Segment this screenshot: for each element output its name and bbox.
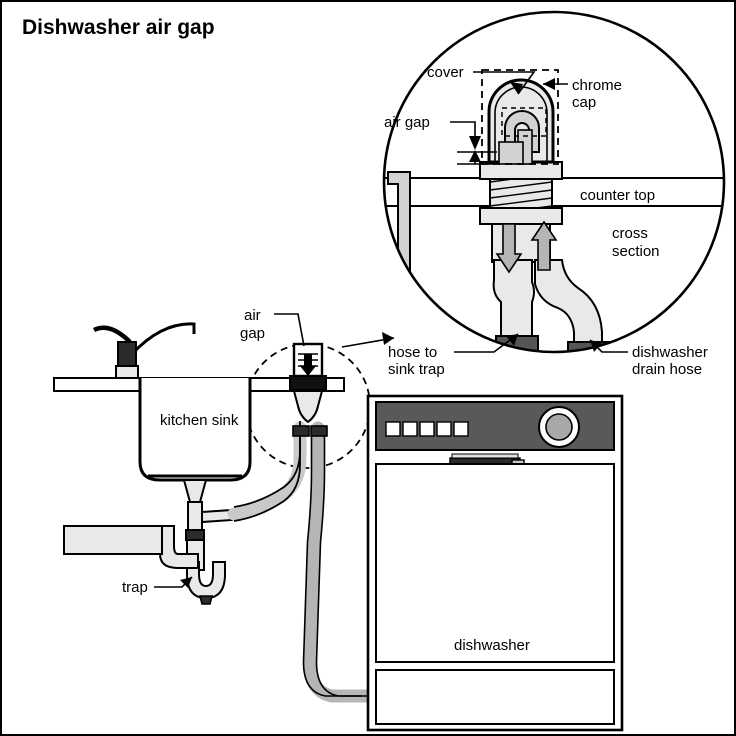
main-hose-clamp-left (292, 425, 310, 437)
label-trap: trap (122, 579, 148, 596)
faucet-cartridge (117, 341, 137, 369)
faucet-handle (92, 325, 132, 344)
detail-view-group (382, 10, 726, 398)
arrowhead-dishwasher-drain-hose (590, 340, 602, 352)
arrowhead-air-gap-down (469, 136, 481, 150)
detail-chamber-dashed-outline (501, 107, 547, 137)
main-dishwasher-drain-hose (302, 421, 375, 703)
page-title: Dishwasher air gap (22, 16, 215, 39)
flow-up-from-dishwasher (530, 220, 558, 271)
callout-arrowhead (382, 332, 394, 345)
detail-lock-nut (479, 207, 563, 225)
label-counter-top: counter top (580, 187, 655, 204)
label-dishwasher-drain-hose-line1: dishwasher (632, 344, 708, 361)
main-hose-clamp-right (310, 425, 328, 437)
label-kitchen-sink: kitchen sink (160, 412, 239, 429)
control-button-4[interactable] (436, 421, 452, 437)
label-hose-to-sink-trap-line1: hose to (388, 344, 437, 361)
label-hose-to-sink-trap-line2: sink trap (388, 361, 445, 378)
dishwasher-kick-plate (375, 669, 615, 725)
sink-drain-fitting (182, 479, 208, 533)
trap-slip-nut (185, 529, 205, 541)
main-air-gap-collar (289, 375, 327, 391)
arrowhead-cover (510, 82, 523, 94)
main-air-gap-arrow (300, 354, 316, 376)
control-panel-buttons[interactable] (385, 421, 469, 437)
main-hose-to-sink-trap (227, 421, 310, 522)
faucet-spout (130, 322, 196, 356)
detail-circle-outline (382, 10, 726, 354)
control-dial[interactable] (538, 406, 580, 448)
main-air-gap-body (292, 390, 324, 424)
trap-branch-inlet (201, 508, 233, 524)
arrowhead-hose-to-sink-trap (506, 334, 518, 346)
detail-cap-dashed-outline (481, 69, 559, 165)
main-air-gap-fitting (289, 342, 327, 424)
label-dishwasher-drain-hose-line2: drain hose (632, 361, 702, 378)
detail-y-junction (492, 259, 603, 345)
trap-drain-arm-elbow (159, 525, 199, 569)
arrowhead-chrome-cap (543, 78, 555, 90)
detail-inner-cup (498, 141, 524, 165)
label-cross-section-line1: cross (612, 225, 648, 242)
detail-dishwasher-drain-hose (572, 358, 606, 398)
label-cover: cover (427, 64, 464, 81)
kitchen-sink-basin (138, 378, 252, 482)
dishwasher-door-panel[interactable] (375, 463, 615, 663)
arrowhead-trap (180, 577, 192, 588)
leader-cover (473, 71, 536, 95)
trap-cleanout (198, 595, 214, 605)
arrowhead-air-gap-up (469, 150, 481, 162)
label-chrome-cap-line1: chrome (572, 77, 622, 94)
p-trap-assembly (63, 508, 233, 605)
leader-air-gap-detail (450, 121, 476, 142)
faucet (92, 322, 196, 379)
leader-air-gap-main (274, 313, 305, 347)
label-dishwasher: dishwasher (454, 637, 530, 654)
label-air-gap-main-line2: gap (240, 325, 265, 342)
control-button-3[interactable] (419, 421, 435, 437)
faucet-base (115, 365, 139, 379)
label-cross-section-line2: section (612, 243, 660, 260)
label-air-gap-detail: air gap (384, 114, 430, 131)
control-button-1[interactable] (385, 421, 401, 437)
flow-down-to-sink-trap (495, 223, 523, 274)
detail-hose-to-sink-trap (499, 351, 535, 352)
dishwasher-appliance: dishwasher (366, 394, 624, 732)
trap-u-bend (186, 561, 226, 600)
drain-arm-horizontal (63, 525, 163, 555)
detail-counter-top (384, 177, 724, 207)
label-chrome-cap-line2: cap (572, 94, 596, 111)
control-button-5[interactable] (453, 421, 469, 437)
label-air-gap-main-line1: air (244, 307, 261, 324)
detail-circle-contents (384, 69, 724, 398)
control-button-2[interactable] (402, 421, 418, 437)
